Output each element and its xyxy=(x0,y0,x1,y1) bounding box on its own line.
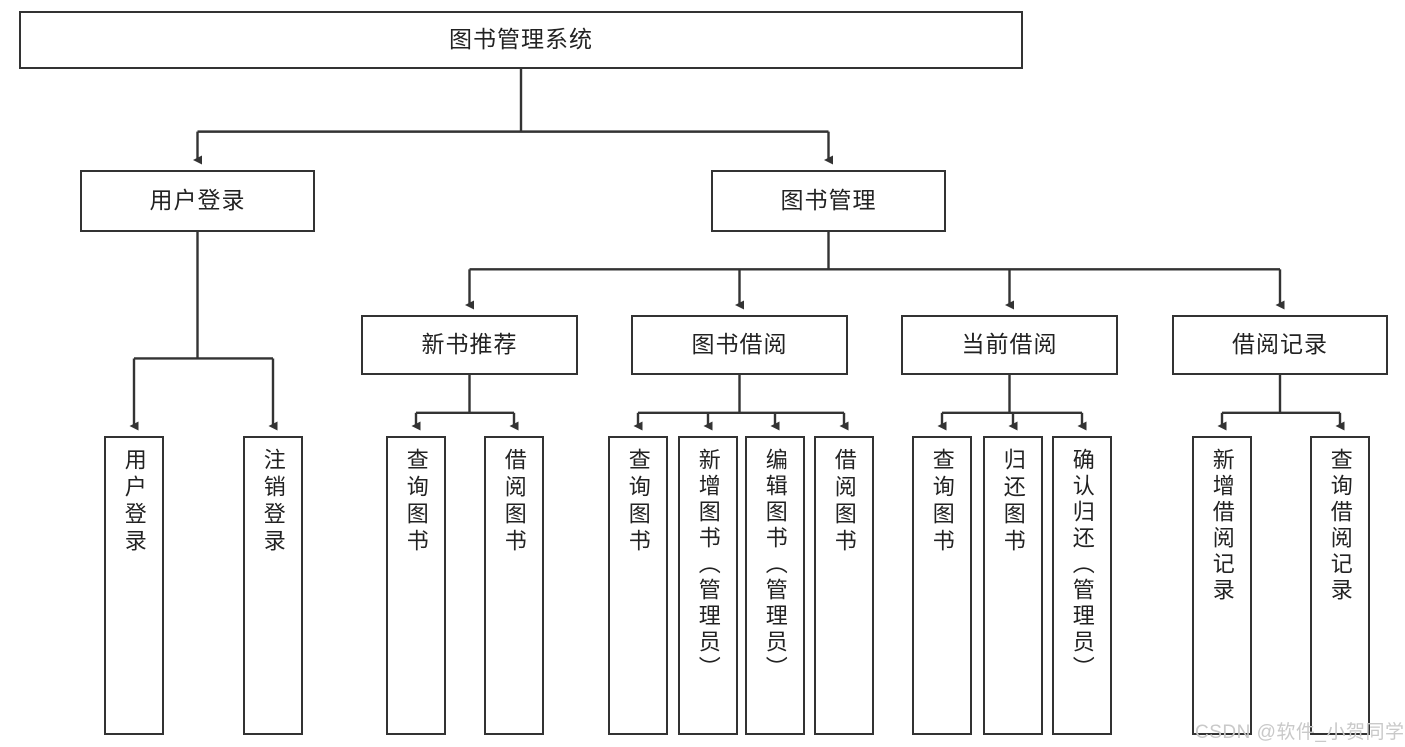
node-label: 当前借阅 xyxy=(961,331,1058,358)
node-root[interactable]: 图书管理系统 xyxy=(19,11,1023,69)
node-label: 图书管理系统 xyxy=(449,26,593,53)
node-label: 借阅图书 xyxy=(831,448,857,556)
node-leaf-query-book-3[interactable]: 查询图书 xyxy=(912,436,972,735)
node-label: 用户登录 xyxy=(121,448,147,556)
node-user-login[interactable]: 用户登录 xyxy=(80,170,315,232)
node-leaf-query-record[interactable]: 查询借阅记录 xyxy=(1310,436,1370,735)
csdn-watermark: CSDN @软件_小贺同学 xyxy=(1195,722,1405,743)
node-label: 注销登录 xyxy=(260,448,286,556)
node-label: 借阅图书 xyxy=(501,448,527,556)
node-label: 用户登录 xyxy=(149,187,246,214)
node-label: 新书推荐 xyxy=(421,331,518,358)
node-label: 查询图书 xyxy=(403,448,429,556)
node-label: 新增借阅记录 xyxy=(1209,448,1235,604)
node-label: 图书借阅 xyxy=(691,331,788,358)
node-leaf-borrow-book-1[interactable]: 借阅图书 xyxy=(484,436,544,735)
node-leaf-logout[interactable]: 注销登录 xyxy=(243,436,303,735)
node-label: 借阅记录 xyxy=(1232,331,1328,358)
node-leaf-query-book-1[interactable]: 查询图书 xyxy=(386,436,446,735)
node-label: 查询图书 xyxy=(929,448,955,556)
node-book-manage[interactable]: 图书管理 xyxy=(711,170,946,232)
node-leaf-user-login[interactable]: 用户登录 xyxy=(104,436,164,735)
node-current-borrow[interactable]: 当前借阅 xyxy=(901,315,1118,375)
node-label: 查询图书 xyxy=(625,448,651,556)
node-borrow-record[interactable]: 借阅记录 xyxy=(1172,315,1388,375)
node-label: 确认归还（管理员） xyxy=(1069,448,1095,682)
node-new-book-recommend[interactable]: 新书推荐 xyxy=(361,315,578,375)
node-leaf-query-book-2[interactable]: 查询图书 xyxy=(608,436,668,735)
node-leaf-add-book[interactable]: 新增图书（管理员） xyxy=(678,436,738,735)
node-leaf-confirm-return[interactable]: 确认归还（管理员） xyxy=(1052,436,1112,735)
node-label: 图书管理 xyxy=(780,187,877,214)
node-leaf-borrow-book-2[interactable]: 借阅图书 xyxy=(814,436,874,735)
node-leaf-edit-book[interactable]: 编辑图书（管理员） xyxy=(745,436,805,735)
node-label: 归还图书 xyxy=(1000,448,1026,556)
node-book-borrow[interactable]: 图书借阅 xyxy=(631,315,848,375)
node-label: 编辑图书（管理员） xyxy=(762,448,788,682)
node-label: 查询借阅记录 xyxy=(1327,448,1353,604)
node-label: 新增图书（管理员） xyxy=(695,448,721,682)
node-leaf-add-record[interactable]: 新增借阅记录 xyxy=(1192,436,1252,735)
node-leaf-return-book[interactable]: 归还图书 xyxy=(983,436,1043,735)
